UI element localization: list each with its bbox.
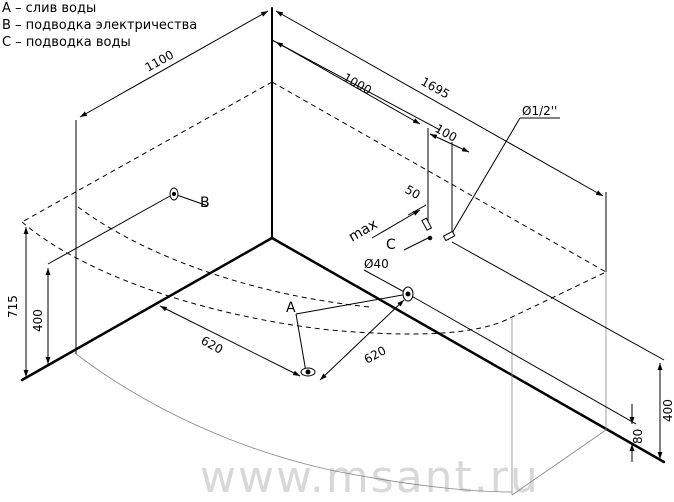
leader-pipe bbox=[447, 117, 521, 241]
label-400-right: 400 bbox=[661, 399, 674, 422]
point-label-c: C bbox=[386, 237, 396, 253]
label-max: max bbox=[346, 216, 380, 245]
label-d40: Ø40 bbox=[364, 257, 389, 271]
dim-max-line bbox=[371, 209, 421, 239]
leader-a-right bbox=[295, 293, 409, 315]
dimension-labels: 1100 1000 1695 100 50 max Ø1/2'' Ø40 715… bbox=[6, 48, 674, 444]
point-c-water bbox=[421, 217, 456, 242]
dim-1695-line bbox=[275, 10, 604, 197]
point-labels: A B C bbox=[200, 195, 396, 316]
label-50: 50 bbox=[403, 182, 423, 202]
point-label-a: A bbox=[286, 300, 296, 316]
label-80: 80 bbox=[631, 429, 645, 444]
label-400-left: 400 bbox=[31, 309, 45, 332]
leader-d40 bbox=[363, 269, 409, 295]
dim-620-left-line bbox=[159, 305, 301, 377]
floor-edge-left bbox=[20, 236, 274, 382]
leader-c bbox=[403, 237, 429, 251]
leader-a-down bbox=[295, 313, 307, 373]
room-walls bbox=[20, 7, 666, 464]
floor-edge-right bbox=[270, 236, 666, 464]
tub-rim-front bbox=[21, 221, 607, 335]
point-label-b: B bbox=[200, 195, 210, 211]
legend-drain: A – слив воды bbox=[2, 1, 97, 16]
connection-points bbox=[169, 187, 456, 377]
watermark: www.msant.ru bbox=[200, 452, 540, 502]
label-1100: 1100 bbox=[143, 48, 177, 75]
label-1000: 1000 bbox=[341, 70, 375, 97]
dim-1100-line bbox=[79, 10, 269, 118]
point-b-socket bbox=[169, 187, 179, 201]
label-715: 715 bbox=[6, 295, 20, 318]
dim-100-line bbox=[429, 133, 470, 153]
point-d40-drain bbox=[402, 286, 414, 302]
label-620-right: 620 bbox=[362, 343, 389, 366]
label-pipe-diameter: Ø1/2'' bbox=[522, 104, 557, 118]
tub-bottom-curve bbox=[77, 206, 371, 308]
leader-b bbox=[173, 193, 209, 207]
point-a-drain bbox=[300, 367, 316, 377]
label-1695: 1695 bbox=[419, 74, 453, 101]
dimension-lines bbox=[23, 10, 665, 462]
tub-rim-left bbox=[21, 81, 273, 223]
bathtub-skirt bbox=[75, 272, 607, 496]
dim-620-right-line bbox=[319, 299, 405, 381]
